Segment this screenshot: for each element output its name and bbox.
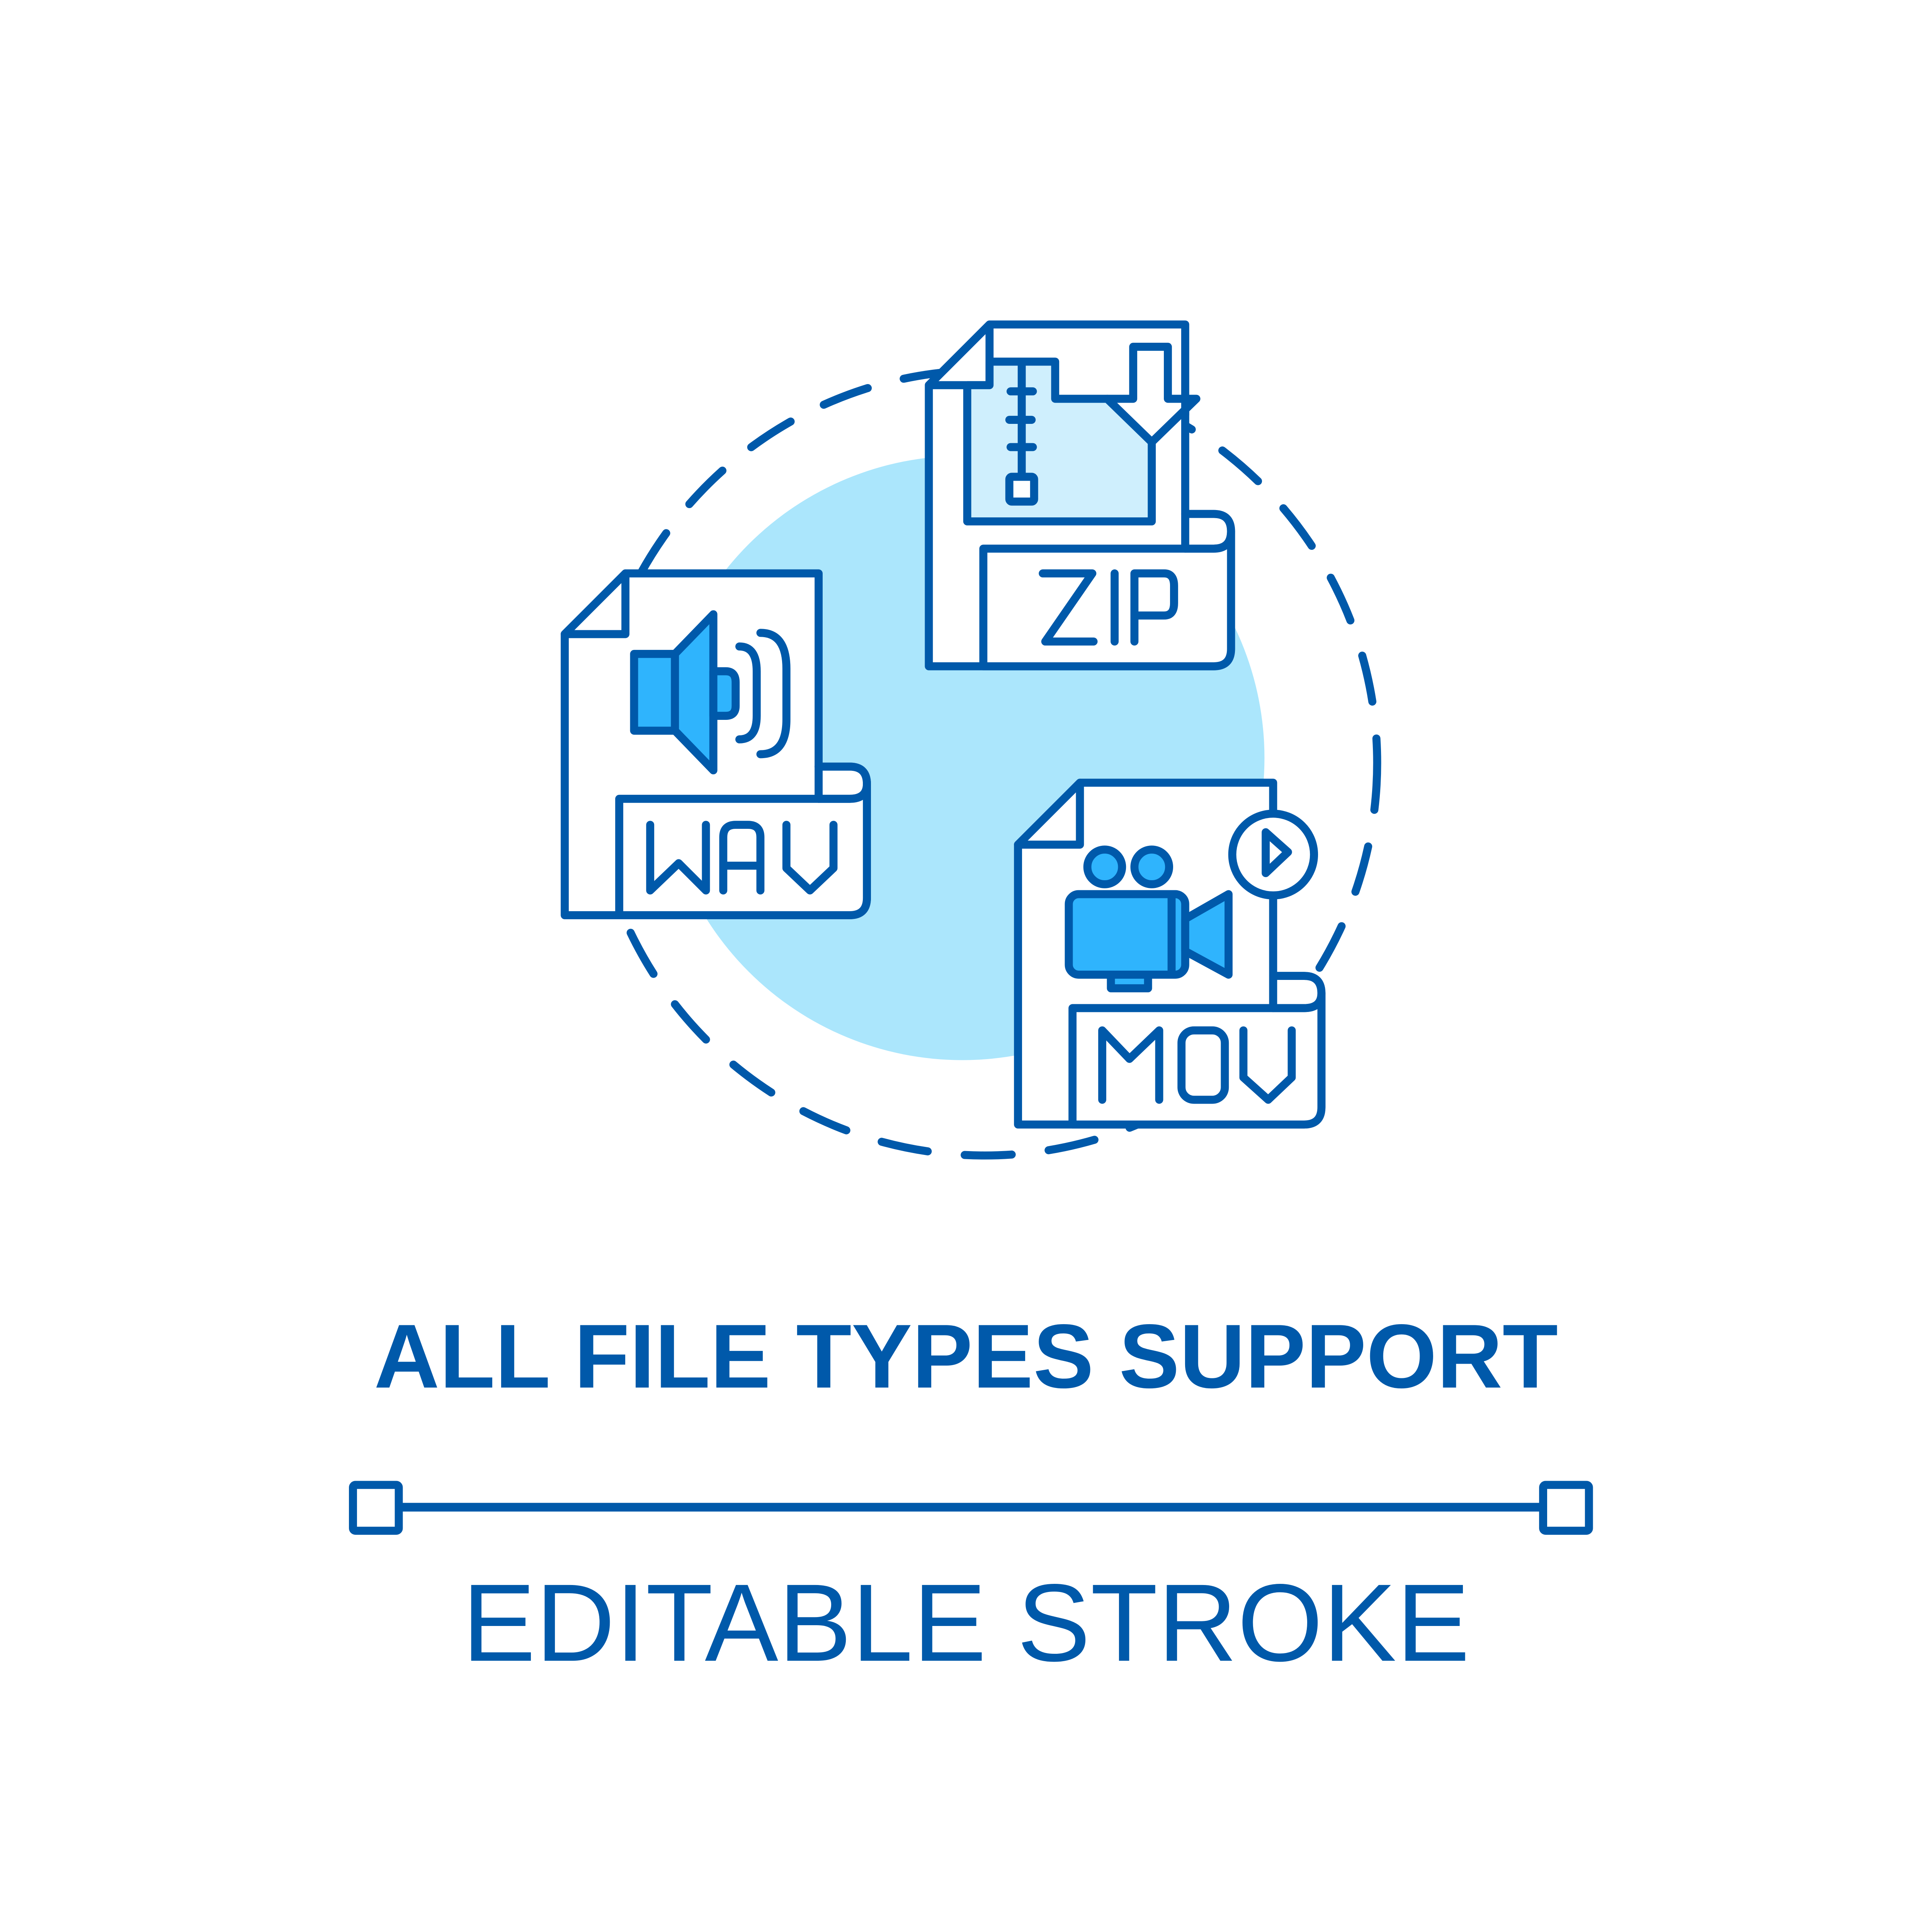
slider-handle-left	[349, 1481, 403, 1535]
slider-handle-right	[1539, 1481, 1593, 1535]
zip-file-icon	[925, 320, 1235, 670]
wav-label	[646, 821, 838, 895]
mov-label	[1098, 1026, 1296, 1104]
subheading: EDITABLE STROKE	[462, 1561, 1470, 1684]
headline: ALL FILE TYPES SUPPORT	[374, 1305, 1558, 1407]
zip-label	[1039, 569, 1178, 646]
stroke-slider	[349, 1481, 1593, 1535]
mov-file-icon	[1014, 779, 1326, 1129]
wav-file-icon	[561, 569, 871, 920]
